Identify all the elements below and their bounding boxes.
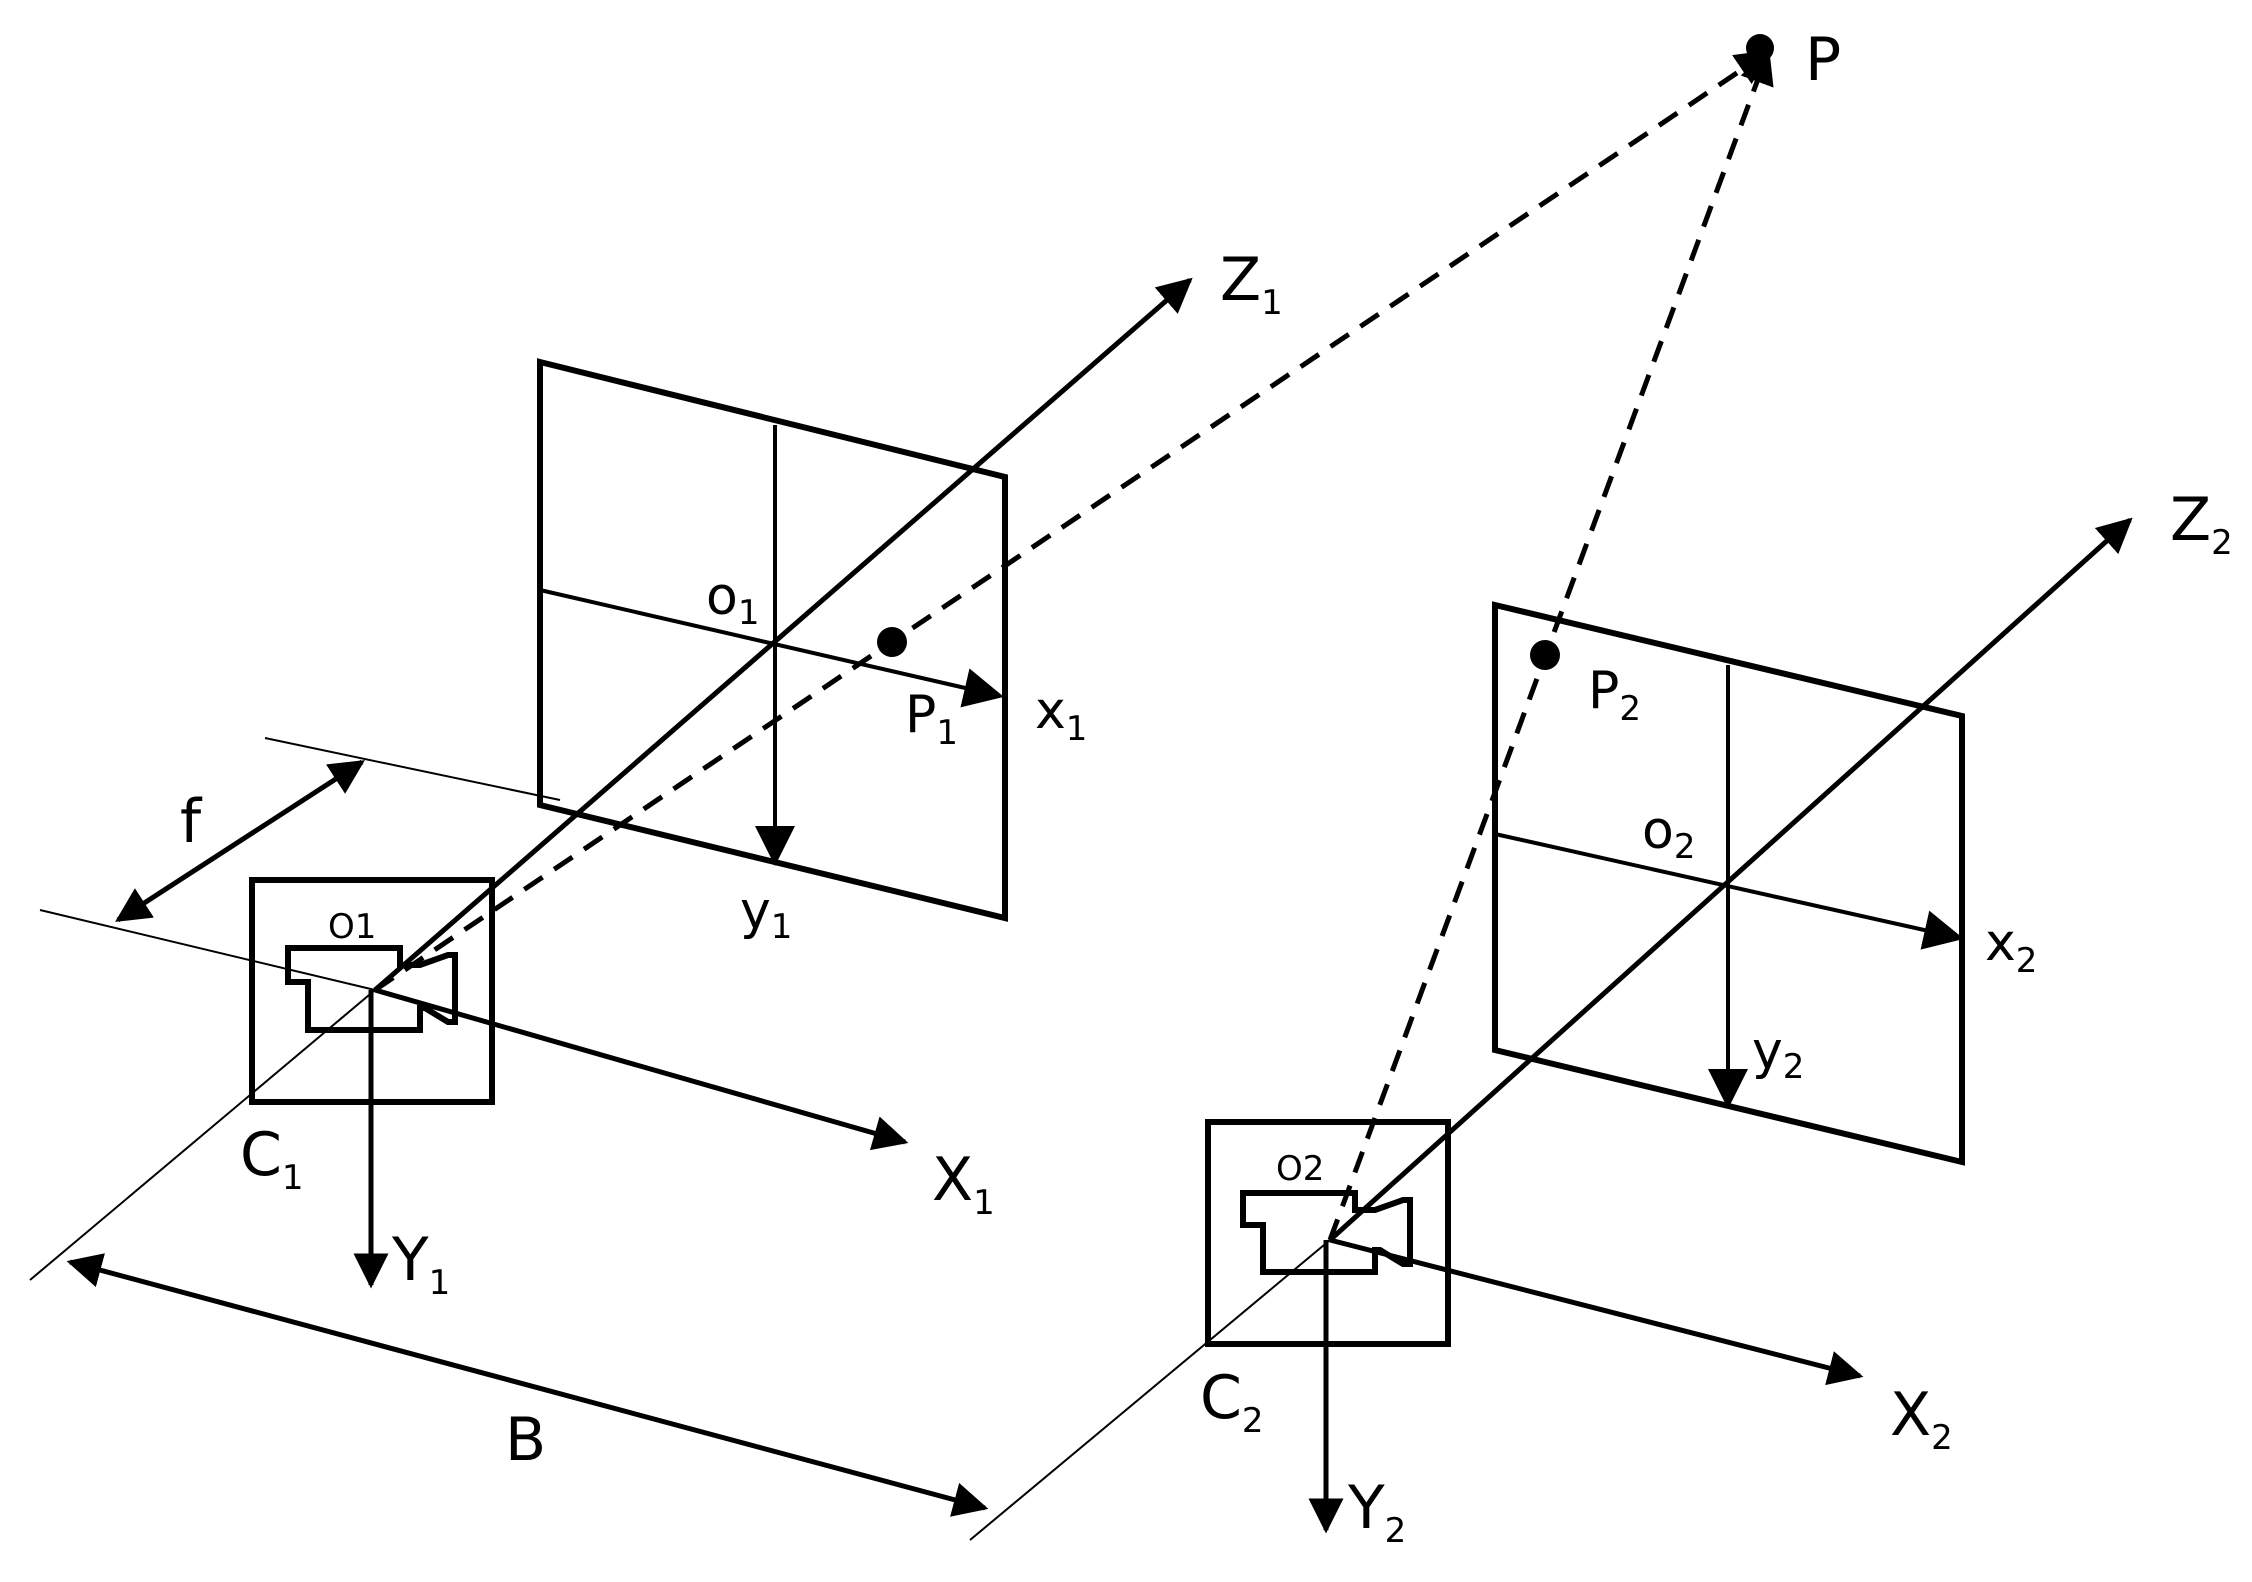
point-P2 [1530, 640, 1560, 670]
label-C1: C1 [240, 1120, 304, 1198]
point-P1 [877, 627, 907, 657]
image-plane-2-frame [1492, 601, 1965, 1166]
dimension-arrows [66, 759, 989, 1517]
label-Z2: Z2 [2170, 485, 2233, 563]
label-f: f [180, 787, 203, 857]
label-P: P [1805, 25, 1841, 95]
point-P [1746, 34, 1774, 62]
label-P1: P1 [905, 685, 958, 753]
ray-camera-1-to-P [373, 49, 1771, 993]
label-x2: x2 [1985, 913, 2037, 981]
image-plane-1-frame [537, 358, 1008, 922]
label-Y2: Y2 [1347, 1473, 1406, 1551]
label-y1: y1 [740, 881, 792, 947]
camera-1-z-axis [373, 277, 1193, 992]
baseline-ref-line-right [969, 1239, 1331, 1541]
label-C2: C2 [1200, 1363, 1264, 1441]
image-plane-2 [1492, 601, 1965, 1166]
label-O1-camera-center: O1 [328, 907, 376, 947]
camera-2-x-axis [1329, 1237, 1864, 1386]
camera-1-x-axis [374, 987, 909, 1151]
projection-rays [373, 48, 1774, 1241]
label-P2: P2 [1588, 661, 1641, 729]
label-B: B [505, 1405, 546, 1475]
label-O2-camera-center: O2 [1276, 1149, 1324, 1189]
label-X2: X2 [1890, 1380, 1953, 1458]
label-o1-image-center: o1 [706, 567, 759, 633]
points [877, 34, 1774, 670]
label-Y1: Y1 [391, 1225, 450, 1303]
labels: P Z1 Z2 o1 o2 P1 P2 x1 x2 y1 y2 [180, 25, 2233, 1551]
label-X1: X1 [932, 1145, 995, 1223]
focal-ref-line-upper [264, 737, 561, 801]
label-x1: x1 [1035, 681, 1087, 749]
reference-lines [29, 737, 1331, 1541]
baseline-ref-line-left [29, 989, 376, 1281]
baseline-arrow [66, 1253, 989, 1517]
label-Z1: Z1 [1220, 245, 1283, 323]
camera-1-group [249, 277, 1193, 1289]
camera-2-group [1205, 517, 2133, 1534]
focal-ref-line-lower [39, 909, 376, 991]
focal-length-arrow [115, 759, 365, 923]
image-plane-1-x-axis [539, 588, 1004, 708]
label-y2: y2 [1752, 1021, 1804, 1087]
label-o2-image-center: o2 [1642, 801, 1695, 867]
image-plane-1 [537, 358, 1008, 922]
